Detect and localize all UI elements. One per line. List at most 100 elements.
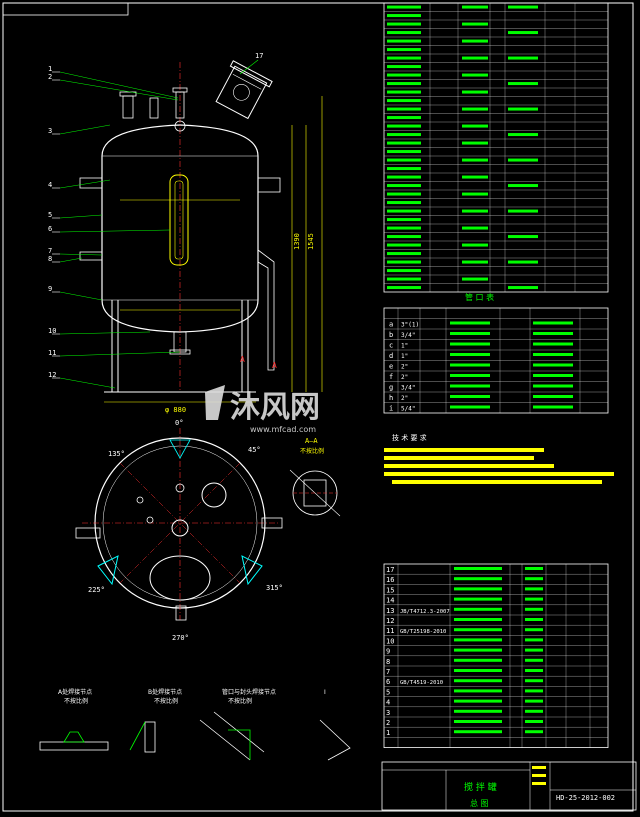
plan-port-2 (136, 496, 144, 504)
nozzle-id-f: f (389, 373, 393, 381)
parts-name-12 (454, 618, 502, 621)
design-cell-b-10 (462, 90, 488, 94)
parts-no-17: 17 (386, 566, 394, 574)
nozzle-std-f (450, 374, 490, 377)
manhole-assembly (215, 60, 273, 120)
title-block-frame (381, 761, 637, 811)
parts-name-16 (454, 577, 502, 581)
design-cell-a-32 (387, 277, 421, 281)
dim-1390: 1390 (293, 233, 301, 250)
detail-c-pipe (199, 711, 265, 761)
plan-leg-1 (97, 555, 119, 586)
plan-angle-labels: 0°45°135°225°315°270° (88, 419, 283, 642)
note-line-1 (384, 448, 544, 452)
nozzle-use-a (533, 321, 573, 325)
nozzle-size-h: 2" (401, 395, 408, 402)
parts-mat-12 (525, 618, 543, 621)
parts-name-5 (454, 689, 502, 693)
design-cell-b-22 (462, 192, 488, 196)
parts-no-10: 10 (386, 637, 394, 645)
vessel-elevation: A A 1390 1545 φ 880 (79, 60, 323, 414)
bottom-flange (169, 349, 191, 355)
plan-leg-3 (169, 439, 191, 459)
parts-mat-13 (525, 607, 543, 611)
design-cell-c-9 (508, 82, 538, 86)
nozzle-std-d (450, 353, 490, 356)
design-cell-b-0 (462, 5, 488, 9)
design-cell-a-19 (387, 167, 421, 171)
sight-glass-inner (174, 180, 184, 260)
parts-name-3 (454, 709, 502, 713)
notes-title: 技 术 要 求 (392, 433, 427, 442)
section-aa-title: A—A (305, 437, 318, 445)
nozzle-size-i: 5/4" (401, 406, 415, 413)
detail-title-3: Ⅰ (324, 689, 326, 696)
nozzle-id-e: e (389, 363, 393, 371)
design-cell-b-16 (462, 141, 488, 145)
plan-nozzle-bottom (175, 605, 187, 621)
parts-mat-15 (525, 587, 543, 591)
design-data-table (383, 2, 609, 293)
design-cell-c-27 (508, 235, 538, 239)
title-block: 搅 拌 罐 总 图 HD-25-2012-002 (381, 761, 637, 811)
parts-mat-6 (525, 679, 543, 683)
nozzle-use-h (533, 395, 573, 398)
design-cell-a-33 (387, 286, 421, 290)
section-marker-a: A (272, 361, 277, 370)
parts-no-3: 3 (386, 709, 390, 717)
design-cell-a-7 (387, 65, 421, 69)
parts-no-16: 16 (386, 576, 394, 584)
design-cell-b-24 (462, 209, 488, 213)
parts-name-15 (454, 587, 502, 591)
design-cell-c-6 (508, 56, 538, 60)
design-cell-a-3 (387, 31, 421, 35)
leader-line-2 (59, 79, 179, 101)
leader-17-line (239, 59, 259, 75)
nozzle-table-title: 管 口 表 (465, 292, 494, 302)
design-cell-a-18 (387, 158, 421, 162)
leader-line-12 (59, 377, 116, 389)
nozzle-size-f: 2" (401, 374, 408, 381)
parts-no-12: 12 (386, 617, 394, 625)
design-cell-b-20 (462, 175, 488, 179)
leader-1: 1 (48, 65, 52, 73)
parts-mat-14 (525, 597, 543, 601)
parts-list-table: 1716151413121110987654321JB/T4712.3-2007… (383, 563, 609, 749)
design-cell-a-6 (387, 56, 421, 60)
note-line-3 (384, 464, 554, 468)
parts-name-8 (454, 658, 502, 662)
parts-mat-10 (525, 638, 543, 642)
left-nozzle-lower (79, 251, 103, 261)
nozzle-std-e (450, 363, 490, 367)
parts-name-4 (454, 699, 502, 703)
parts-no-11: 11 (386, 627, 394, 635)
leader-17: 17 (255, 52, 263, 60)
leader-8: 8 (48, 255, 52, 263)
parts-std-1: GB/T25198-2010 (400, 629, 446, 635)
leader-7: 7 (48, 247, 52, 255)
design-cell-a-23 (387, 201, 421, 205)
leader-line-6 (59, 229, 171, 233)
nozzle-use-g (533, 384, 573, 388)
design-cell-c-3 (508, 31, 538, 35)
leader-12: 12 (48, 371, 56, 379)
design-cell-b-26 (462, 226, 488, 230)
design-cell-c-24 (508, 209, 538, 213)
design-cell-b-32 (462, 277, 488, 281)
flange-3 (172, 87, 188, 93)
nozzle-std-c (450, 342, 490, 346)
design-cell-a-0 (387, 5, 421, 9)
design-cell-c-0 (508, 5, 538, 9)
design-cell-b-2 (462, 22, 488, 26)
nozzle-id-d: d (389, 352, 393, 360)
detail-i-shape (319, 719, 351, 761)
leader-line-8 (59, 257, 83, 263)
parts-mat-1 (525, 730, 543, 734)
nozzle-id-g: g (389, 384, 393, 392)
nozzle-std-h (450, 395, 490, 398)
design-cell-b-28 (462, 243, 488, 247)
dim-1545: 1545 (307, 233, 315, 250)
design-cell-b-6 (462, 56, 488, 60)
design-cell-c-12 (508, 107, 538, 111)
